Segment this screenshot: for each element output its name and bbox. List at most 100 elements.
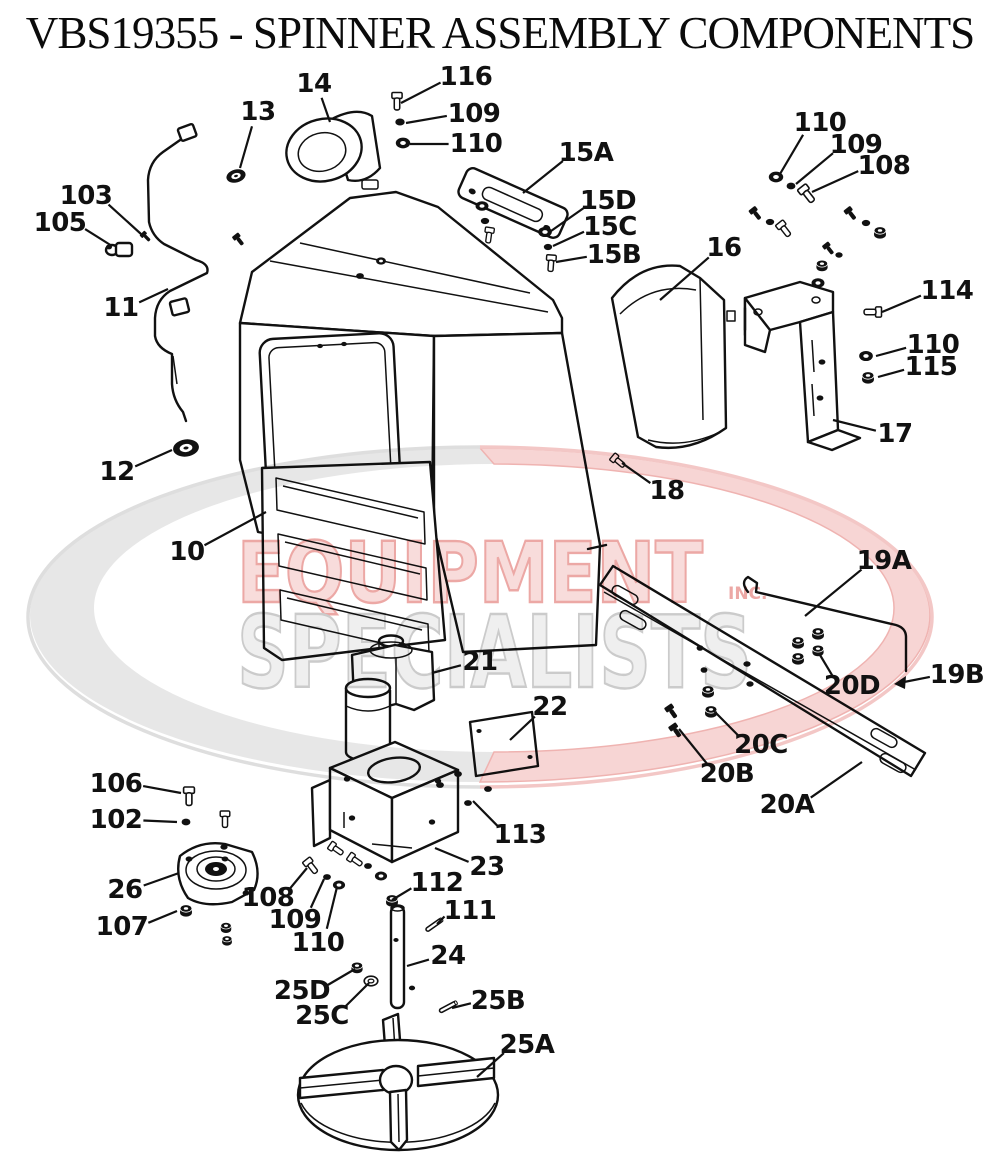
watermark-crescent-left (30, 448, 494, 782)
leader-line-21-29 (431, 664, 462, 675)
watermark-specialists-text: SPECIALISTS (237, 594, 752, 711)
callout-label-112-40: 112 (410, 868, 464, 898)
callout-label-26-35: 26 (107, 875, 143, 905)
leader-line-107-36 (147, 909, 178, 924)
leader-line-110-13 (779, 134, 805, 175)
leader-line-18-20 (621, 462, 651, 484)
callout-label-115-18: 115 (904, 352, 958, 382)
leader-line-109-14 (795, 152, 834, 185)
callout-label-16-12: 16 (706, 233, 742, 263)
leader-line-19b-24 (903, 675, 931, 684)
callout-label-19b-24: 19B (929, 660, 985, 690)
callout-label-12-21: 12 (99, 457, 135, 487)
callout-label-116-0: 116 (439, 62, 493, 92)
leader-line-20a-28 (810, 761, 863, 799)
part-26-bearing (177, 842, 259, 906)
callout-label-111-41: 111 (443, 896, 497, 926)
leader-line-15a-8 (522, 160, 564, 194)
leader-line-20b-27 (678, 728, 708, 765)
callout-label-15b-11: 15B (586, 240, 642, 270)
part-24-shaft (389, 904, 406, 1010)
leader-line-14-3 (320, 97, 332, 123)
watermark-equipment-text: EQUIPMENT (237, 524, 703, 622)
callout-label-25d-43: 25D (273, 976, 331, 1006)
clip-square (726, 310, 736, 322)
leader-line-26-35 (143, 871, 180, 887)
callout-label-107-36: 107 (95, 912, 149, 942)
watermark-inc-text: INC. (728, 584, 768, 604)
callout-label-15a-8: 15A (558, 138, 614, 168)
callout-label-20c-26: 20C (734, 730, 788, 760)
callout-label-110-17: 110 (906, 330, 960, 360)
leader-line-11-7 (138, 288, 169, 304)
callout-label-23-32: 23 (469, 852, 505, 882)
callout-label-106-33: 106 (89, 769, 143, 799)
leader-line-116-0 (400, 81, 442, 104)
callout-label-110-13: 110 (793, 108, 847, 138)
callout-label-102-34: 102 (89, 805, 143, 835)
callout-label-110-39: 110 (291, 928, 345, 958)
leader-line-110-17 (875, 346, 907, 358)
leader-line-15b-11 (555, 255, 587, 264)
callout-label-20b-27: 20B (699, 759, 755, 789)
callout-label-25b-45: 25B (470, 986, 526, 1016)
leader-line-110-39 (325, 886, 339, 930)
leader-line-20d-25 (819, 654, 834, 677)
part-14-cap (285, 110, 382, 190)
callout-label-20d-25: 20D (823, 671, 881, 701)
page-title: VBS19355 - SPINNER ASSEMBLY COMPONENTS (25, 7, 975, 58)
part-16-chute (610, 264, 728, 449)
callout-label-109-38: 109 (268, 905, 322, 935)
callout-label-109-14: 109 (829, 130, 883, 160)
callout-label-18-20: 18 (649, 476, 685, 506)
part-17-bracket (743, 280, 862, 452)
callout-label-108-15: 108 (857, 151, 911, 181)
parts-artwork (104, 91, 927, 1152)
part-25a-disc (296, 1012, 500, 1152)
leader-line-15d-9 (550, 207, 585, 232)
callout-label-103-5: 103 (59, 181, 113, 211)
part-21-motor (344, 634, 436, 763)
leader-line-111-41 (436, 915, 446, 925)
callout-label-108-37: 108 (241, 883, 295, 913)
callout-label-10-22: 10 (169, 537, 205, 567)
callout-label-20a-28: 20A (759, 790, 815, 820)
leader-line-12-21 (134, 448, 173, 468)
callout-label-17-19: 17 (877, 419, 913, 449)
callout-label-113-31: 113 (493, 820, 547, 850)
leader-line-23-32 (434, 846, 470, 863)
part-11-harness (146, 122, 209, 423)
leader-lines (84, 81, 931, 1078)
leader-line-103-5 (107, 203, 142, 235)
leader-line-15c-10 (552, 230, 585, 247)
leader-line-13-4 (238, 125, 254, 169)
leader-line-25d-43 (326, 968, 356, 987)
leader-line-114-16 (881, 294, 922, 314)
leader-line-16-12 (659, 256, 710, 301)
leader-line-25a-46 (476, 1052, 505, 1078)
leader-line-22-30 (509, 715, 536, 741)
leader-line-105-6 (84, 228, 113, 247)
leader-line-113-31 (472, 800, 499, 827)
callout-label-25a-46: 25A (499, 1030, 555, 1060)
leader-line-25b-45 (451, 1002, 472, 1010)
callout-label-109-1: 109 (447, 99, 501, 129)
callout-label-15c-10: 15C (583, 212, 637, 242)
watermark-logo: EQUIPMENT INC. SPECIALISTS (26, 445, 934, 789)
callout-label-25c-44: 25C (295, 1001, 349, 1031)
leader-line-112-40 (391, 887, 412, 901)
leader-line-109-1 (405, 114, 448, 125)
callout-label-22-30: 22 (532, 692, 568, 722)
callout-label-14-3: 14 (296, 69, 332, 99)
leader-line-25c-44 (343, 982, 370, 1009)
callout-label-21-29: 21 (462, 647, 498, 677)
leader-line-115-18 (877, 368, 905, 379)
callout-label-24-42: 24 (430, 941, 466, 971)
callout-label-19a-23: 19A (856, 546, 912, 576)
callout-label-114-16: 114 (920, 276, 974, 306)
leader-line-17-19 (832, 418, 877, 432)
leader-line-109-38 (309, 878, 325, 909)
callout-label-105-6: 105 (33, 208, 87, 238)
